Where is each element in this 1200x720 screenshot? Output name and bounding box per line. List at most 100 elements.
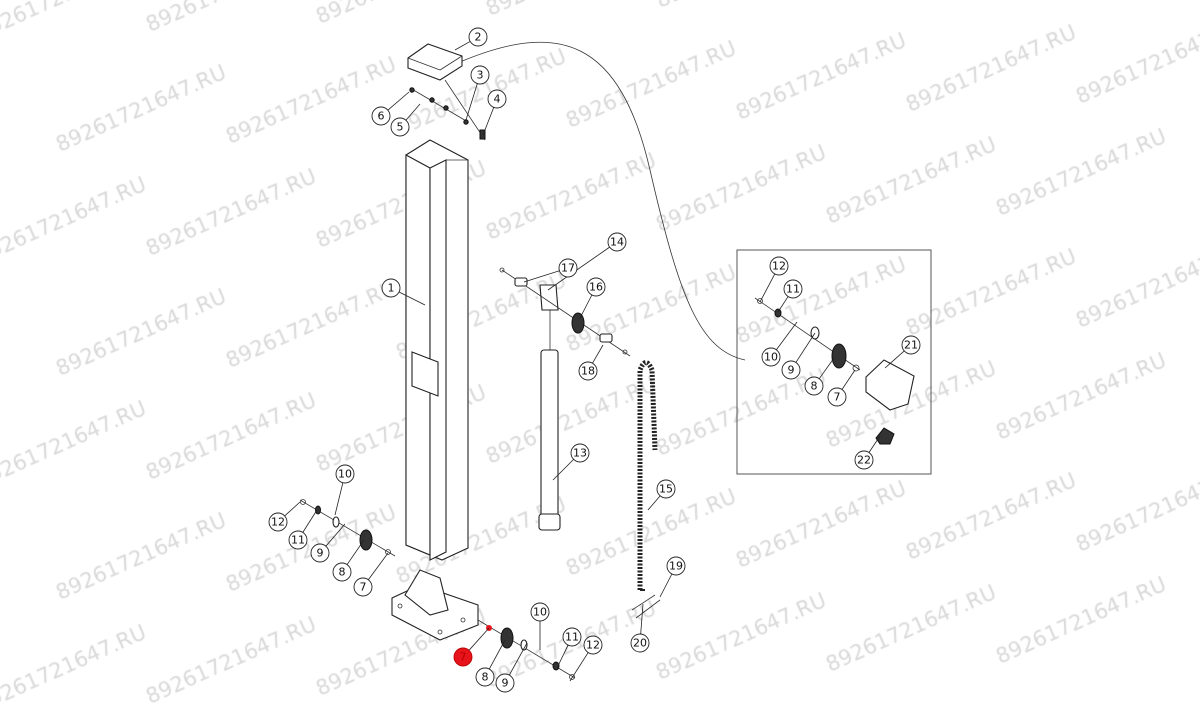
callout-7: 7	[827, 369, 856, 407]
leader-line	[552, 459, 574, 481]
callout-9: 9	[495, 642, 528, 693]
callout-number: 10	[533, 606, 547, 619]
callout-8: 8	[332, 539, 365, 582]
leader-line	[592, 344, 604, 364]
callout-number: 3	[477, 69, 484, 82]
leader-line	[868, 435, 881, 453]
callout-12: 12	[759, 256, 789, 303]
callout-circle	[288, 530, 308, 550]
callout-7: 7	[453, 627, 490, 667]
callout-circle	[453, 647, 473, 667]
callout-number: 12	[586, 639, 600, 652]
callout-10: 10	[530, 602, 550, 650]
callout-number: 10	[764, 351, 778, 364]
callout-11: 11	[556, 627, 582, 669]
callout-21: 21	[884, 335, 921, 369]
callout-19: 19	[659, 556, 686, 598]
callout-circle	[530, 602, 550, 622]
callout-10: 10	[334, 464, 355, 516]
callout-number: 9	[317, 547, 324, 560]
callout-circle	[901, 335, 921, 355]
callout-number: 12	[772, 260, 786, 273]
callout-circle	[854, 450, 874, 470]
callout-circle	[781, 360, 801, 380]
callout-circle	[666, 556, 686, 576]
leader-line	[547, 246, 610, 291]
callout-number: 14	[610, 236, 624, 249]
leader-line	[556, 644, 569, 669]
callout-circle	[390, 117, 410, 137]
callout-22: 22	[854, 435, 881, 470]
leader-line	[795, 332, 816, 363]
leader-line	[759, 273, 776, 303]
callout-circle	[332, 562, 352, 582]
callout-number: 8	[339, 566, 346, 579]
callout-12: 12	[268, 501, 301, 532]
chain	[631, 360, 661, 619]
callout-number: 16	[589, 281, 603, 294]
callout-number: 22	[857, 454, 871, 467]
callout-15: 15	[647, 479, 676, 511]
callout-number: 7	[460, 651, 467, 664]
cable-curve	[459, 41, 746, 361]
callout-number: 6	[378, 110, 385, 123]
callout-circle	[562, 627, 582, 647]
callout-number: 12	[271, 516, 285, 529]
leader-line	[488, 639, 506, 670]
callout-circle	[558, 258, 578, 278]
callout-circle	[468, 27, 488, 47]
callout-circle	[570, 443, 590, 463]
leader-line	[302, 509, 318, 533]
roller-stack-left	[299, 499, 396, 557]
leader-line	[405, 103, 421, 121]
callout-circle	[371, 106, 391, 126]
callout-number: 2	[475, 31, 482, 44]
callout-number: 11	[291, 534, 305, 547]
leader-line	[841, 369, 856, 390]
inset-roller-stack	[754, 297, 915, 445]
leader-line	[884, 350, 905, 369]
fasteners-top	[409, 79, 486, 141]
callout-6: 6	[371, 91, 410, 126]
callout-circle	[487, 89, 507, 109]
callout-3: 3	[465, 65, 490, 121]
leader-line	[659, 573, 673, 598]
leader-line	[818, 357, 835, 379]
callout-circle	[353, 577, 373, 597]
leader-line	[523, 270, 560, 283]
callout-2: 2	[454, 27, 488, 51]
callout-circle	[475, 667, 495, 687]
callout-number: 21	[904, 339, 918, 352]
leader-line	[508, 642, 528, 676]
callout-number: 8	[482, 671, 489, 684]
pulley-assembly	[499, 267, 631, 357]
callout-16: 16	[579, 277, 606, 319]
callout-4: 4	[482, 89, 507, 136]
callout-circle	[804, 376, 824, 396]
callout-10: 10	[761, 321, 798, 367]
column-post	[391, 139, 479, 641]
callout-circle	[769, 256, 789, 276]
leader-line	[284, 501, 301, 517]
callout-number: 1	[388, 282, 395, 295]
leader-line	[647, 495, 661, 511]
callout-number: 11	[565, 631, 579, 644]
leader-line	[334, 482, 344, 516]
callout-number: 4	[494, 93, 501, 106]
callout-circle	[583, 635, 603, 655]
leader-line	[346, 539, 365, 565]
roller-stack-bottom	[477, 619, 576, 680]
leader-line	[398, 291, 426, 306]
callout-17: 17	[523, 258, 578, 283]
callout-12: 12	[569, 635, 603, 682]
callout-13: 13	[552, 443, 590, 481]
callout-number: 10	[338, 468, 352, 481]
callout-circle	[578, 361, 598, 381]
callout-circle	[586, 277, 606, 297]
leader-line	[468, 627, 490, 651]
leader-line	[776, 321, 798, 351]
